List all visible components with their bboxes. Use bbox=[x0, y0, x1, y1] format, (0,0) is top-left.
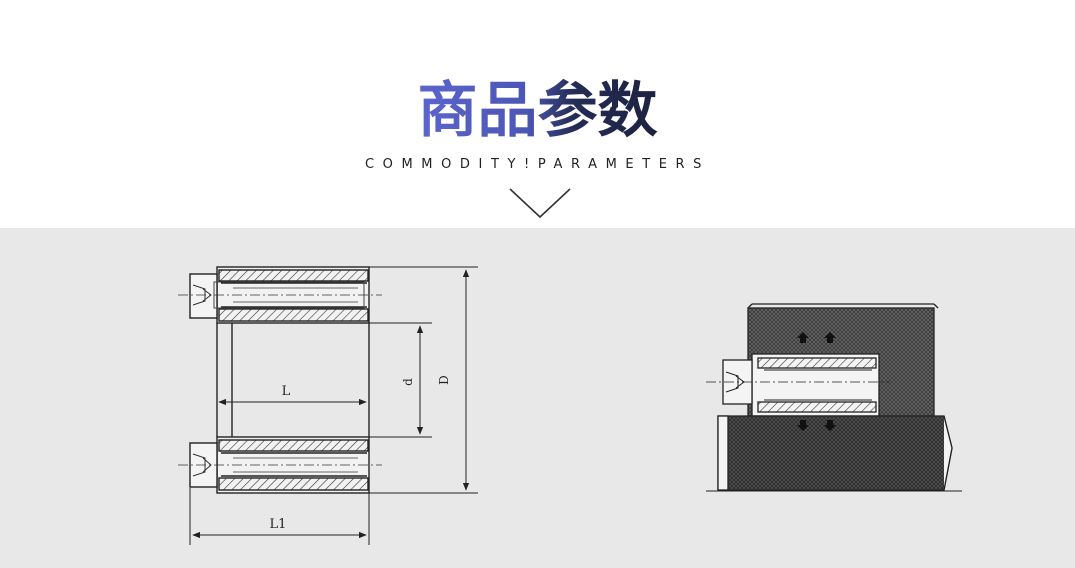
dimension-label-d: d bbox=[401, 378, 415, 386]
clamping-force-arrows bbox=[797, 332, 836, 431]
section-subtitle: COMMODITY!PARAMETERS bbox=[364, 157, 711, 172]
right-installation-drawing bbox=[706, 303, 962, 492]
dimension-label-L1: L1 bbox=[270, 517, 287, 532]
top-clamp-section bbox=[178, 266, 382, 324]
technical-drawings: L d D L1 bbox=[178, 266, 962, 545]
left-locking-assembly-drawing bbox=[178, 266, 478, 545]
bottom-clamp-section bbox=[178, 436, 382, 494]
dimension-label-D: D bbox=[437, 375, 451, 385]
parameters-diagram-area: L d D L1 bbox=[0, 228, 1075, 568]
section-title: 商品参数 bbox=[0, 72, 1075, 150]
section-header: 商品参数 COMMODITY!PARAMETERS bbox=[0, 0, 1075, 228]
chevron-down-icon bbox=[509, 188, 571, 219]
dimension-label-L: L bbox=[282, 384, 291, 399]
section-title-text: 商品参数 bbox=[418, 72, 658, 150]
